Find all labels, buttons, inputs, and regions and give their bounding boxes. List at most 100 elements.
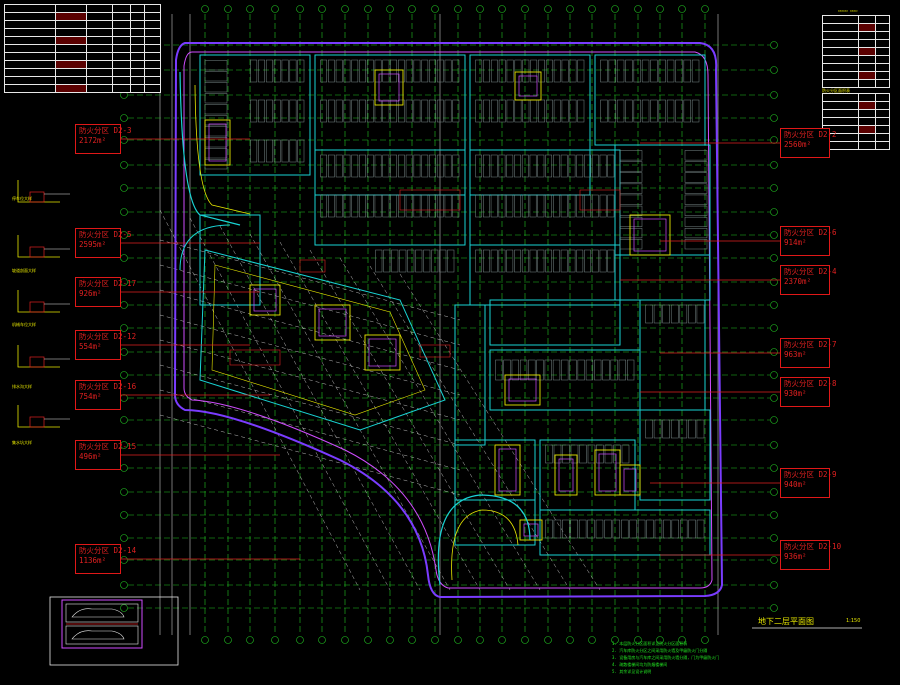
detail-frame bbox=[49, 596, 179, 666]
parking-stall bbox=[335, 194, 343, 218]
table-cell bbox=[56, 5, 88, 12]
drawing-title: 地下二层平面图 bbox=[758, 617, 814, 626]
table-cell bbox=[859, 16, 877, 23]
parking-stall bbox=[421, 99, 429, 123]
table-cell bbox=[113, 29, 131, 36]
table-cell bbox=[145, 21, 160, 28]
parking-stall bbox=[415, 249, 423, 273]
parking-stall bbox=[413, 194, 421, 218]
parking-stall bbox=[250, 59, 258, 83]
parking-stall bbox=[335, 59, 343, 83]
axis-bubble-right bbox=[770, 114, 778, 122]
note-2: 2. 汽车库防火分区之间采用防火墙及甲级防火门分隔 bbox=[612, 648, 708, 653]
table-row bbox=[823, 24, 889, 32]
zone-name: 防火分区 D2-4 bbox=[784, 267, 837, 276]
axis-bubble-bottom bbox=[678, 636, 686, 644]
axis-bubble-top bbox=[431, 5, 439, 13]
parking-stall bbox=[653, 304, 662, 324]
parking-stall bbox=[490, 59, 498, 83]
axis-bubble-right bbox=[770, 41, 778, 49]
zone-name: 防火分区 D2-15 bbox=[79, 442, 137, 451]
parking-stall bbox=[666, 99, 675, 123]
parking-stall bbox=[521, 154, 529, 178]
equipment-room bbox=[364, 334, 401, 371]
parking-stall bbox=[359, 99, 366, 123]
parking-stall bbox=[608, 99, 616, 123]
parking-stall bbox=[607, 154, 615, 178]
zone-name: 防火分区 D2-10 bbox=[784, 542, 842, 551]
parking-stall bbox=[429, 99, 436, 123]
table-row bbox=[823, 134, 889, 142]
detail-label-4: 排水沟大样 bbox=[12, 384, 32, 389]
parking-stall bbox=[679, 304, 688, 324]
axis-bubble-right bbox=[770, 488, 778, 496]
parking-stall bbox=[537, 249, 545, 273]
table-cell bbox=[87, 5, 113, 12]
table-row bbox=[823, 56, 889, 64]
ramp-curve-bottom bbox=[437, 494, 531, 586]
axis-bubble-bottom bbox=[566, 636, 574, 644]
equipment-room bbox=[519, 519, 543, 541]
parking-stall bbox=[562, 444, 570, 464]
parking-stall bbox=[610, 359, 618, 381]
table-cell bbox=[823, 102, 859, 109]
equipment-room bbox=[504, 374, 541, 406]
wall-room bbox=[539, 509, 711, 556]
parking-stall bbox=[444, 154, 452, 178]
parking-stall bbox=[545, 444, 553, 464]
parking-stall bbox=[679, 419, 688, 439]
ramp-curve-mid bbox=[179, 224, 231, 271]
parking-stall bbox=[599, 249, 607, 273]
axis-bubble-right bbox=[770, 278, 778, 286]
table-cell bbox=[113, 77, 131, 84]
axis-bubble-top bbox=[498, 5, 506, 13]
zone-area: 963m² bbox=[784, 350, 807, 359]
equipment-room-inner bbox=[368, 338, 397, 367]
parking-stall bbox=[684, 239, 708, 250]
parking-stall bbox=[265, 139, 273, 163]
parking-stall bbox=[398, 154, 405, 178]
parking-stall bbox=[529, 194, 537, 218]
parking-stall bbox=[335, 99, 343, 123]
section-pit bbox=[29, 246, 45, 258]
axis-bubble-right bbox=[770, 464, 778, 472]
parking-stall bbox=[436, 154, 444, 178]
parking-stall bbox=[537, 154, 545, 178]
parking-stall bbox=[366, 59, 374, 83]
axis-line-diagonal bbox=[159, 289, 461, 371]
parking-stall bbox=[335, 154, 343, 178]
parking-stall bbox=[320, 154, 328, 178]
ramp-curve-left bbox=[179, 71, 241, 226]
parking-stall bbox=[503, 359, 511, 381]
axis-bubble-right bbox=[770, 301, 778, 309]
equipment-room bbox=[494, 444, 521, 496]
parking-stall bbox=[616, 99, 625, 123]
axis-bubble-left bbox=[120, 324, 128, 332]
parking-stall bbox=[522, 59, 530, 83]
table-row bbox=[823, 110, 889, 118]
parking-stall bbox=[423, 249, 431, 273]
parking-stall bbox=[490, 99, 498, 123]
parking-stall bbox=[452, 194, 460, 218]
table-row bbox=[823, 80, 889, 87]
zone-area: 554m² bbox=[79, 342, 102, 351]
parking-stall bbox=[421, 194, 429, 218]
parking-stall bbox=[514, 194, 521, 218]
parking-stall bbox=[538, 99, 545, 123]
table-cell bbox=[145, 61, 160, 68]
parking-stall bbox=[204, 82, 228, 93]
table-cell bbox=[876, 142, 889, 149]
axis-line-diagonal bbox=[279, 241, 481, 591]
parking-stall bbox=[405, 99, 413, 123]
parking-stall bbox=[670, 419, 679, 439]
parking-stall bbox=[684, 183, 708, 194]
table-row bbox=[5, 29, 160, 37]
parking-stall bbox=[328, 194, 335, 218]
parking-stall bbox=[553, 154, 560, 178]
parking-stall bbox=[553, 59, 561, 83]
parking-stall bbox=[258, 99, 265, 123]
parking-stall bbox=[645, 419, 653, 439]
axis-bubble-left bbox=[120, 114, 128, 122]
